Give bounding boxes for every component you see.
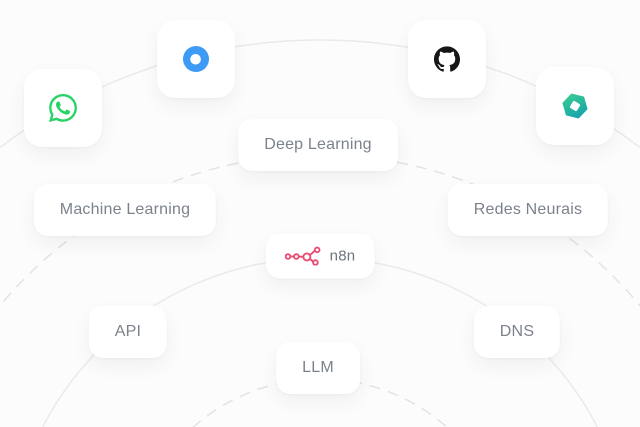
n8n-workflow-icon xyxy=(284,246,321,266)
blue-donut-icon xyxy=(183,46,209,72)
label-text: Redes Neurais xyxy=(473,201,583,218)
label-redes-neurais: Redes Neurais xyxy=(447,184,609,236)
github-icon xyxy=(434,46,460,72)
center-node-n8n: n8n xyxy=(265,233,375,279)
center-label: n8n xyxy=(329,247,356,265)
label-text: DNS xyxy=(499,323,535,340)
blue-donut-card xyxy=(157,20,235,98)
whatsapp-icon xyxy=(49,94,77,122)
whatsapp-card xyxy=(24,69,102,147)
orbit-ring-outer xyxy=(0,39,640,149)
label-llm: LLM xyxy=(276,342,360,394)
label-machine-learning: Machine Learning xyxy=(33,184,217,236)
github-card xyxy=(408,20,486,98)
teal-hexagon-icon xyxy=(562,93,588,119)
label-text: Machine Learning xyxy=(59,201,191,218)
teal-hexagon-card xyxy=(536,67,614,145)
label-text: Deep Learning xyxy=(264,136,372,153)
label-api: API xyxy=(88,306,168,358)
label-dns: DNS xyxy=(473,306,561,358)
label-text: API xyxy=(114,323,142,340)
label-deep-learning: Deep Learning xyxy=(238,119,398,171)
label-text: LLM xyxy=(302,359,334,376)
